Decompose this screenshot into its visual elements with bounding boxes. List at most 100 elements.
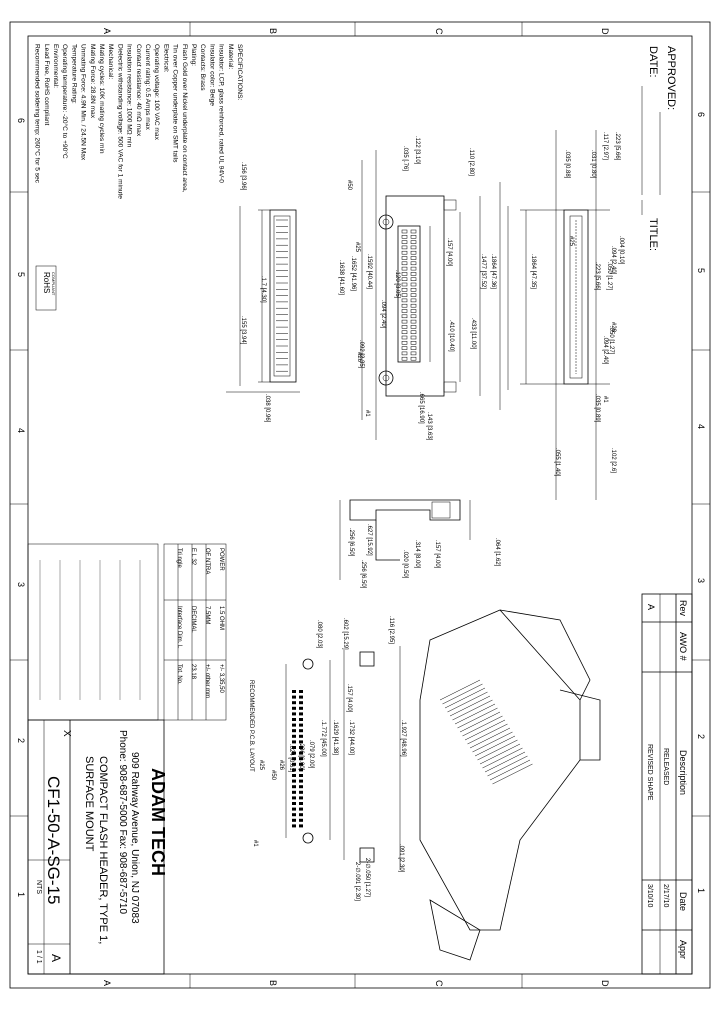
front-pin	[401, 277, 408, 281]
border-num-right-4: 2	[696, 734, 706, 739]
iso-pin	[489, 759, 531, 781]
pcb-pad	[299, 818, 303, 822]
front_view-dim-11: .120 [3.05]	[394, 270, 400, 299]
iso-pin	[474, 735, 516, 757]
front_view-dim-2: .110 [2.80]	[468, 148, 474, 176]
tolerance-cell-2-0: E L 32	[190, 548, 196, 566]
title-label: TITLE:	[647, 218, 659, 251]
spec-line-5: Plating:	[190, 44, 197, 66]
pcb-dim-18: .1.927 [48.96]	[400, 720, 406, 757]
rohs-badge: RoHS COMPLIANT	[35, 265, 57, 311]
iso-pin	[487, 755, 528, 777]
front-pin	[401, 341, 408, 345]
front-pin	[401, 288, 408, 292]
iso-pin	[439, 679, 481, 701]
size-value: X	[61, 730, 72, 737]
border-letter-bottom-0: A	[102, 980, 112, 986]
front-pin	[401, 250, 408, 255]
top_view-dim-3: .035 [0.88]	[564, 150, 570, 179]
front-pin	[401, 272, 408, 276]
iso-pin	[467, 723, 508, 745]
pcb-pad	[292, 723, 296, 727]
border-letter-top-0: A	[102, 28, 112, 34]
pcb-pad	[292, 740, 296, 744]
pcb-pad	[299, 723, 303, 727]
pcb-pad	[292, 718, 296, 721]
iso-pin	[462, 715, 503, 737]
top-view	[507, 130, 610, 500]
front_view-dim-1: .035 [.76]	[402, 146, 408, 171]
front-pin	[410, 314, 417, 319]
top_view-dim-12: .035 [0.89]	[594, 394, 600, 423]
front-pin	[410, 245, 417, 250]
side_view-dim-1: .1.7 [4.30]	[260, 276, 266, 303]
front-pin	[410, 303, 417, 308]
tolerance-cell-2-1: DECIMAL	[190, 606, 196, 633]
spec-line-18: Temperature Rating:	[70, 44, 77, 104]
tolerance-cell-1-2: +/- other mm	[204, 664, 210, 698]
front-pin	[410, 240, 417, 244]
tolerance-cell-3-0: Tri ngle	[176, 548, 182, 568]
top_view-dim-11: #28	[610, 322, 616, 333]
front-pin	[401, 245, 408, 250]
front-pin	[410, 229, 417, 234]
approval-block: APPROVED: DATE: TITLE:	[641, 46, 677, 251]
side-view	[226, 206, 300, 393]
rev-row2-rev: A	[646, 604, 656, 610]
iso-pin	[484, 751, 526, 773]
top_view-dim-15: #1	[602, 396, 608, 403]
spec-line-1: Material:	[227, 44, 234, 69]
tolerance-cell-3-2: Tot. No.	[176, 664, 182, 685]
spec-line-2: Insulator: LCP, glass reinforced, rated …	[218, 44, 225, 183]
border-ticks	[10, 22, 710, 988]
scale-value: NTS	[35, 880, 42, 894]
iso-pin	[492, 763, 533, 785]
specifications-block: SPECIFICATIONS:Material:Insulator: LCP, …	[34, 44, 243, 199]
rev-row2-description: REVISED SHAPE	[646, 744, 653, 801]
spec-line-22: Recommended soldering temp: 260°C for 5 …	[34, 44, 42, 184]
company-phone: Phone: 908-687-5000 Fax: 908-687-5710	[117, 730, 128, 914]
pcb-pad	[299, 751, 303, 755]
pcb-pad	[292, 695, 296, 699]
front-pin	[401, 266, 408, 271]
pcb-pad	[299, 729, 303, 733]
border-letter-top-2: C	[434, 28, 444, 35]
spec-line-14: Mechanical:	[107, 44, 114, 79]
front-pin	[410, 272, 417, 276]
pcb-dim-3: .116 [2.95]	[388, 616, 394, 644]
front-pin	[410, 282, 417, 287]
inner-border	[27, 35, 693, 975]
front_view-dim-3: .157 [4.00]	[446, 238, 452, 267]
pcb-pad	[292, 701, 296, 705]
front-pin	[401, 356, 408, 361]
pcb-pad	[299, 701, 303, 705]
revision-table: Rev AWO # Description Date Appr RELEASED…	[641, 593, 693, 975]
front-pin	[410, 277, 417, 281]
top_view-dim-8: .1864 [47.35]	[530, 254, 536, 289]
iso-pin	[449, 695, 491, 717]
spec-line-20: Environmental:	[52, 44, 59, 88]
sheet-value: 1 / 1	[35, 950, 42, 964]
front-pin	[401, 256, 408, 260]
front-pin	[410, 288, 417, 292]
front_view-dim-10: .410 [10.40]	[448, 320, 454, 352]
pcb-dim-11: .091 [2.30]	[398, 844, 404, 873]
spec-line-15: Mating cycles: 10K mating cycles min	[98, 44, 105, 154]
spec-line-9: Operating voltage: 100 VAC max	[153, 44, 160, 141]
front-view	[361, 150, 501, 440]
front-pin	[410, 261, 417, 266]
front-view-dimensions: .122 [3.10].035 [.76].110 [2.80].157 [4.…	[338, 136, 496, 441]
title-line-1: COMPACT FLASH HEADER, TYPE 1,	[97, 756, 109, 944]
pcb-pad	[299, 690, 303, 693]
pcb-pad	[292, 790, 296, 794]
spec-line-4: Contacts: Brass	[199, 44, 206, 91]
top_view-dim-0: .223 [5.66]	[614, 132, 620, 161]
pcb-dim-12: 2-∅.050 [1.27]	[364, 858, 371, 897]
border-letter-top-1: B	[268, 28, 278, 34]
front_view-dim-4: .1864 [47.36]	[490, 254, 496, 289]
iso-pin	[469, 727, 511, 749]
side_view-dim-2: .155 [3.94]	[240, 316, 246, 345]
pcb-pad	[299, 813, 303, 817]
end_view-dim-3: .157 [4.00]	[434, 540, 440, 569]
